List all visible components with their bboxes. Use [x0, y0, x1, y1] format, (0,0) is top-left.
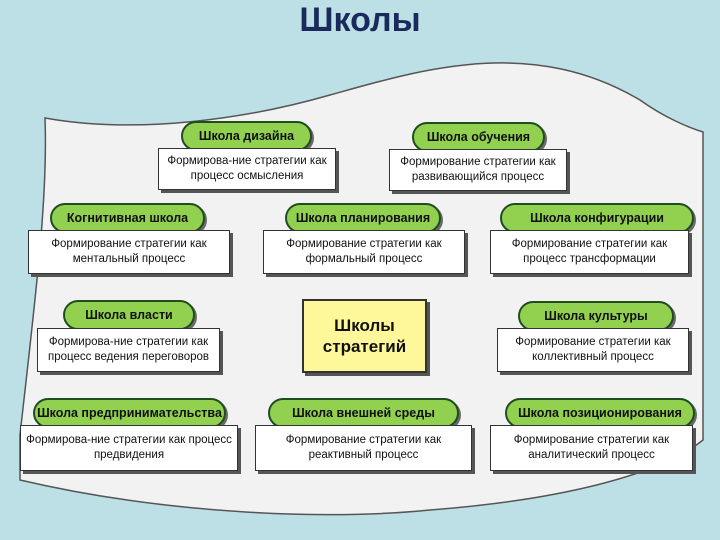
school-culture-desc: Формирование стратегии как коллективный …: [497, 328, 689, 372]
school-design-pill: Школа дизайна: [181, 121, 312, 151]
school-culture-pill: Школа культуры: [518, 301, 674, 331]
school-planning-pill: Школа планирования: [285, 203, 441, 233]
school-environment-desc: Формирование стратегии как реактивный пр…: [255, 425, 472, 471]
school-configuration-pill: Школа конфигурации: [500, 203, 694, 233]
school-entrepreneurship-desc: Формирова-ние стратегии как процесс пред…: [20, 425, 238, 471]
school-positioning-pill: Школа позиционирования: [505, 398, 695, 428]
school-entrepreneurship-pill: Школа предпринимательства: [33, 398, 226, 428]
school-learning-pill: Школа обучения: [412, 122, 545, 152]
school-power-desc: Формирова-ние стратегии как процесс веде…: [37, 328, 220, 372]
school-cognitive-pill: Когнитивная школа: [50, 203, 205, 233]
center-strategy-schools: Школы стратегий: [302, 299, 427, 373]
school-configuration-desc: Формирование стратегии как процесс транс…: [490, 230, 689, 274]
school-positioning-desc: Формирование стратегии как аналитический…: [490, 425, 693, 471]
page-title: Школы: [299, 1, 421, 39]
school-cognitive-desc: Формирование стратегии как ментальный пр…: [28, 230, 230, 274]
school-environment-pill: Школа внешней среды: [268, 398, 459, 428]
school-power-pill: Школа власти: [63, 300, 195, 330]
center-label: Школы стратегий: [322, 316, 407, 356]
school-planning-desc: Формирование стратегии как формальный пр…: [263, 230, 465, 274]
school-learning-desc: Формирование стратегии как развивающийся…: [389, 149, 567, 191]
school-design-desc: Формирова-ние стратегии как процесс осмы…: [158, 148, 336, 190]
